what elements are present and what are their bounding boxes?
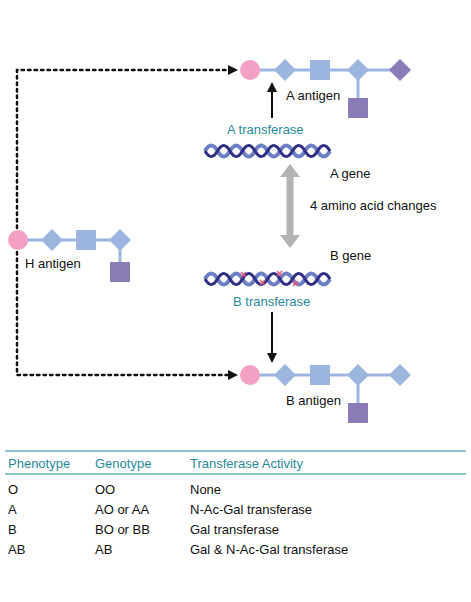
table-cell: OO	[95, 482, 115, 497]
arrow-head	[228, 65, 238, 75]
table-cell: A	[8, 502, 17, 517]
double-arrow	[280, 164, 300, 248]
dna-strand	[205, 146, 330, 157]
node-label: B antigen	[286, 393, 341, 408]
node-label: B gene	[330, 248, 371, 263]
connector-line	[287, 176, 294, 236]
sugar-diamond	[274, 59, 296, 81]
dotted-arrow	[17, 65, 238, 228]
sugar-diamond	[347, 364, 369, 386]
table-cell: Phenotype	[8, 456, 70, 471]
dotted-arrow	[17, 252, 238, 380]
reaction-arrow	[267, 312, 277, 363]
table-cell: N-Ac-Gal transferase	[190, 502, 312, 517]
b-antigen-molecule	[240, 364, 411, 423]
node-label: A antigen	[286, 88, 340, 103]
table-rule	[5, 451, 466, 452]
mutation-mark	[241, 272, 246, 277]
node-label: B transferase	[233, 294, 310, 309]
connector-line	[17, 70, 229, 228]
table-cell: O	[8, 482, 18, 497]
connector-line	[17, 252, 229, 375]
antigen-node: A transferaseA gene	[205, 118, 340, 164]
table-cell: BO or BB	[95, 522, 150, 537]
mutation-mark	[260, 280, 265, 285]
table-cell: AO or AA	[95, 502, 149, 517]
node-label: A gene	[330, 166, 371, 181]
table-cell: AB	[95, 542, 112, 557]
table-cell: None	[190, 482, 221, 497]
mutation-mark	[293, 281, 298, 286]
sugar-circle	[240, 365, 260, 385]
sugar-diamond	[41, 229, 63, 251]
antigen-node: H antigen	[5, 228, 140, 252]
sugar-square	[310, 365, 330, 385]
arrow-head	[228, 370, 238, 380]
a-antigen-molecule	[240, 59, 411, 118]
sugar-diamond	[389, 59, 411, 81]
mutation-marks	[241, 271, 298, 286]
sugar-square	[76, 230, 96, 250]
arrow-head	[267, 82, 277, 92]
h-antigen-molecule	[8, 229, 131, 282]
table-cell: AB	[8, 542, 25, 557]
sugar-circle	[8, 230, 28, 250]
table-cell: Genotype	[95, 456, 151, 471]
mutation-mark	[277, 271, 282, 276]
bond	[18, 239, 120, 242]
dna-strand	[205, 274, 330, 285]
node-label: A transferase	[227, 122, 304, 137]
sugar-square	[348, 403, 368, 423]
sugar-diamond	[274, 364, 296, 386]
arrow-head	[280, 235, 300, 248]
reaction-arrow	[267, 82, 277, 118]
sugar-diamond	[109, 229, 131, 251]
sugar-square	[348, 98, 368, 118]
table-cell: B	[8, 522, 17, 537]
antigen-node: B antigen	[238, 363, 413, 387]
table-cell: Gal transferase	[190, 522, 279, 537]
table-cell: Transferase Activity	[190, 456, 303, 471]
dna-helix	[205, 146, 330, 157]
sugar-diamond	[389, 364, 411, 386]
arrow-head	[280, 164, 300, 177]
sugar-circle	[240, 60, 260, 80]
connector-line	[271, 312, 273, 354]
edge-label: 4 amino acid changes	[310, 198, 436, 213]
sugar-square	[110, 262, 130, 282]
dna-helix	[205, 271, 330, 286]
arrow-head	[267, 353, 277, 363]
antigen-node: A antigen	[238, 58, 413, 82]
sugar-square	[310, 60, 330, 80]
table-rule	[5, 474, 466, 475]
node-label: H antigen	[25, 256, 81, 271]
antigen-node: B geneB transferase	[205, 248, 340, 312]
dna-strand	[205, 146, 330, 157]
sugar-diamond	[347, 59, 369, 81]
connector-line	[271, 91, 273, 118]
dna-strand	[205, 274, 330, 285]
table-cell: Gal & N-Ac-Gal transferase	[190, 542, 348, 557]
